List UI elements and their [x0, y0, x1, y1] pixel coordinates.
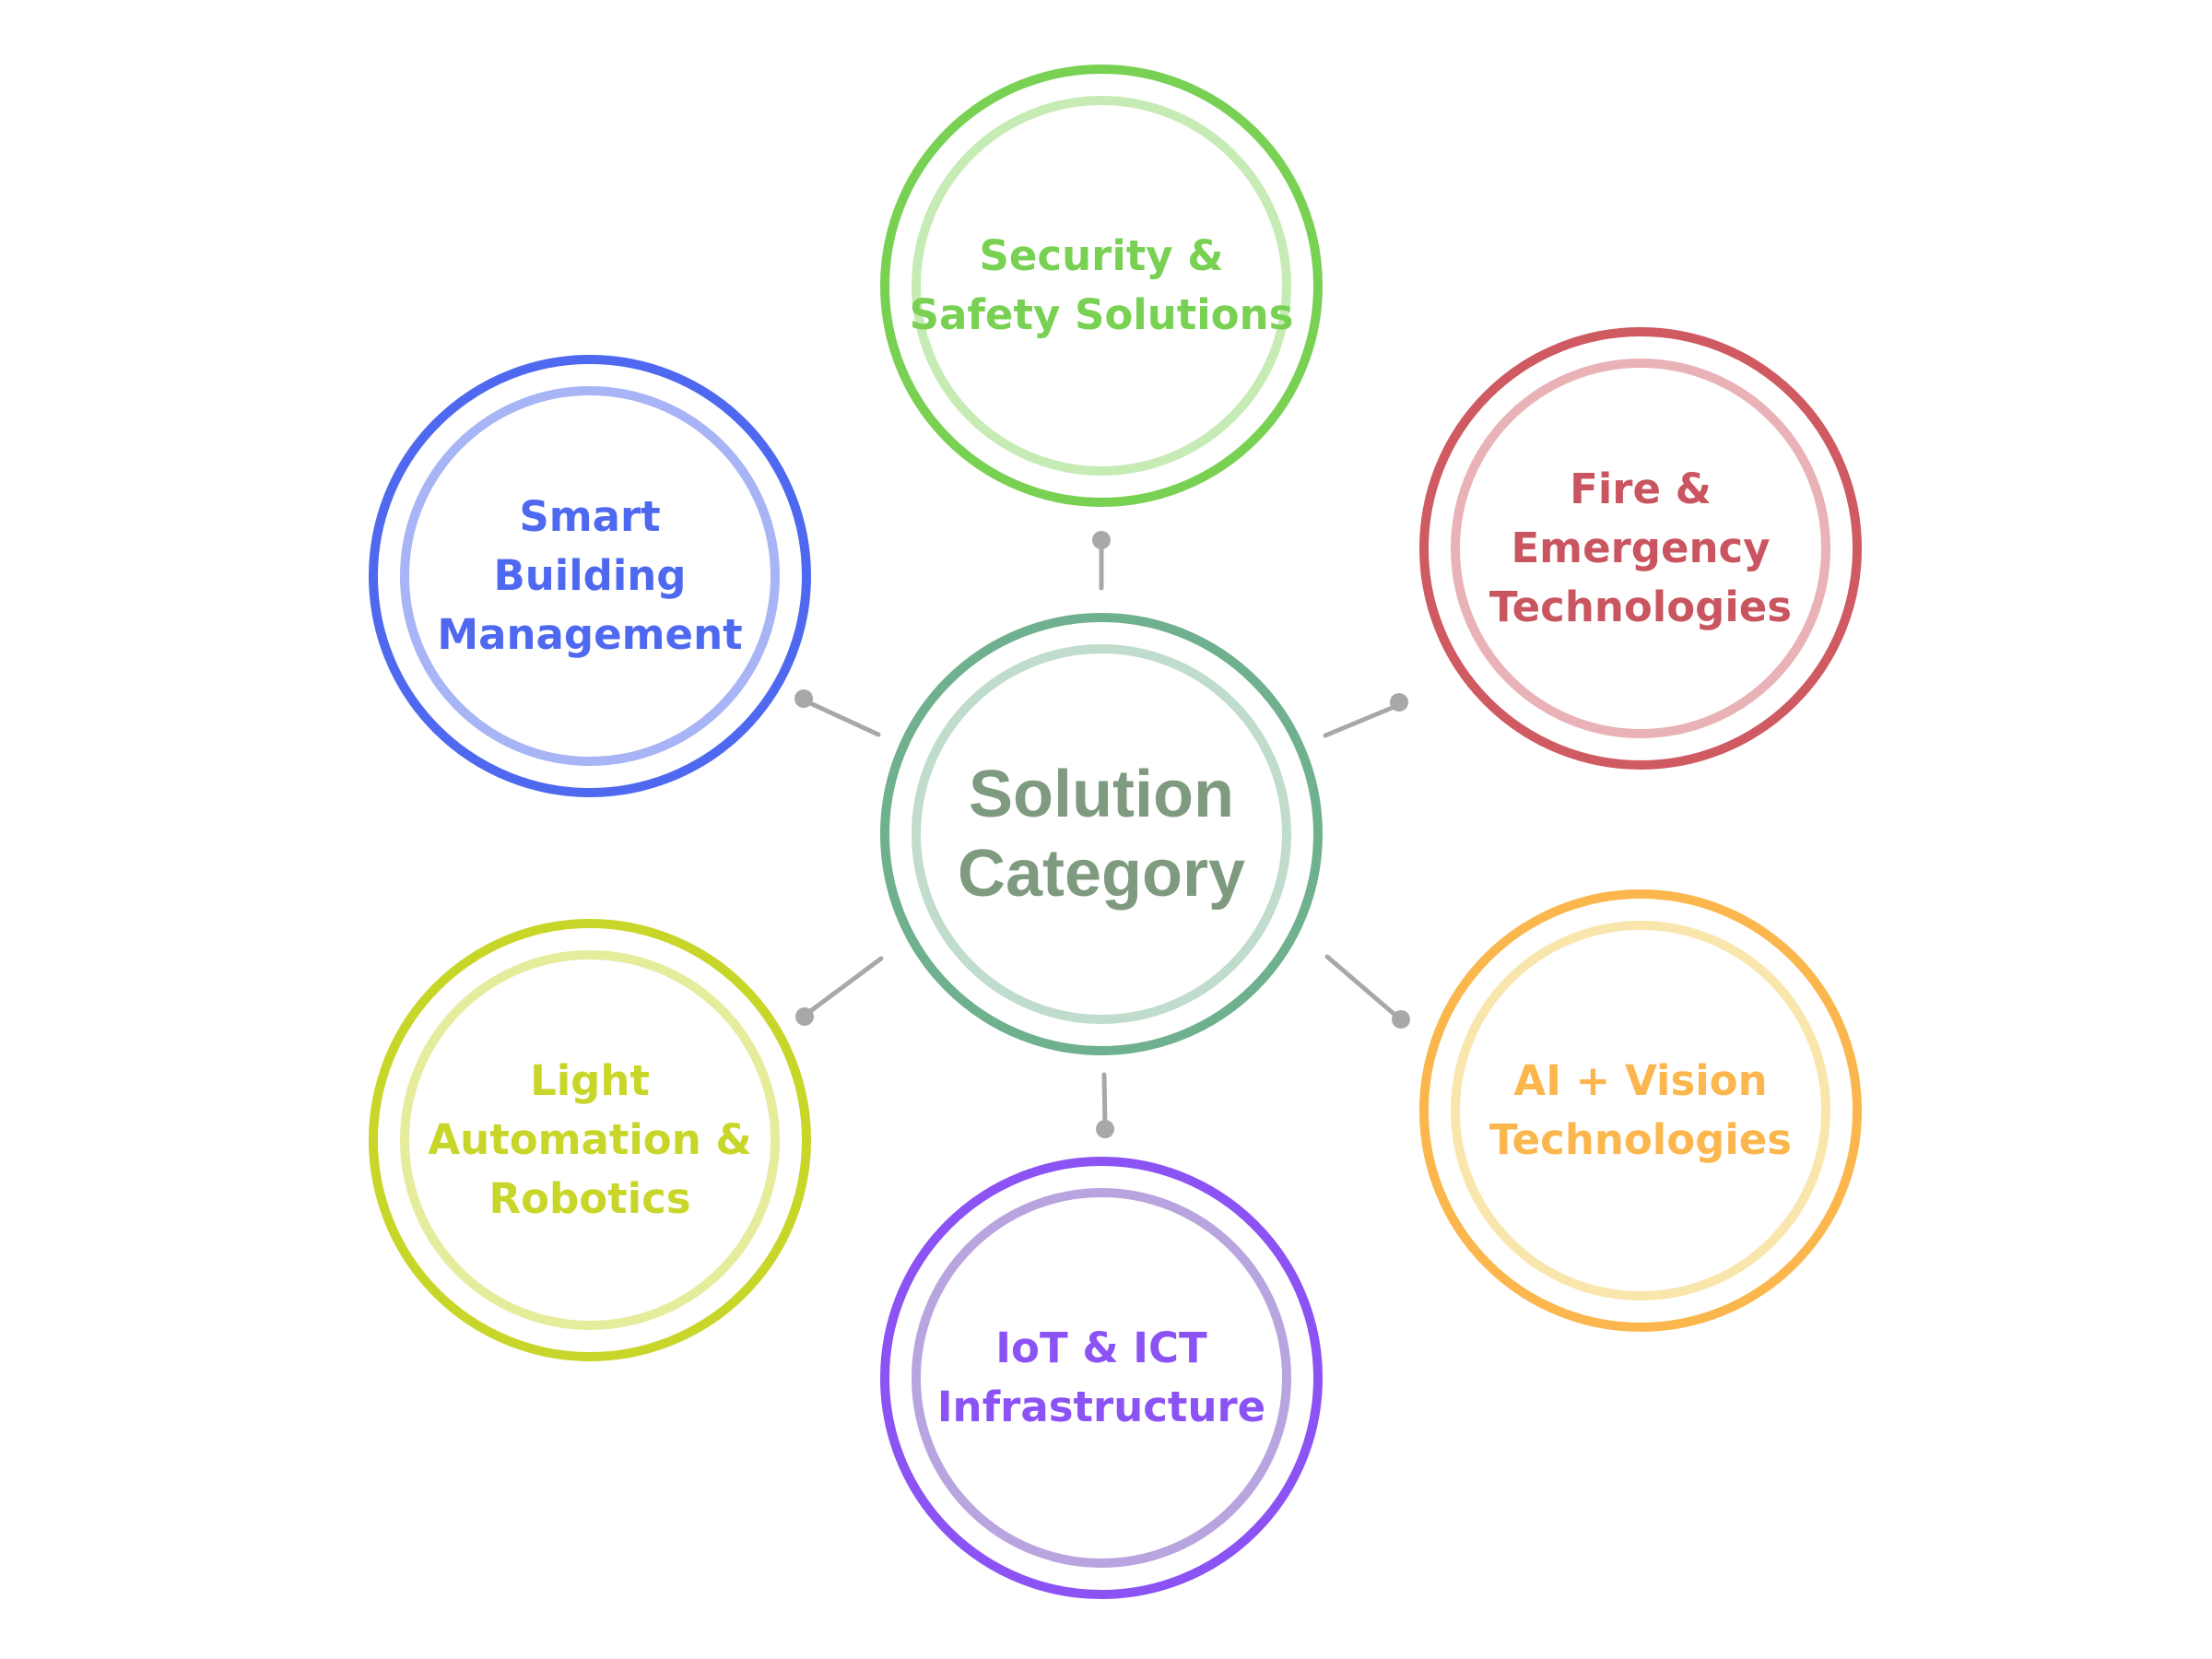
node-inner-ring: [912, 96, 1291, 476]
node-label-ai-vision: AI + Vision Technologies: [1488, 1056, 1793, 1164]
connector-line-fire: [1323, 703, 1399, 738]
node-label-security-safety: Security & Safety Solutions: [909, 231, 1294, 339]
node-iot-ict: IoT & ICT Infrastructure: [880, 1157, 1323, 1599]
node-light-automation: Light Automation & Robotics: [369, 919, 811, 1361]
connector-dot-fire: [1390, 693, 1408, 712]
node-ai-vision: AI + Vision Technologies: [1419, 889, 1862, 1332]
node-inner-ring: [1451, 921, 1830, 1300]
connector-line-ai-vision: [1324, 954, 1401, 1020]
node-label-iot-ict: IoT & ICT Infrastructure: [936, 1324, 1266, 1431]
center-node-solution-category: Solution Category: [880, 613, 1323, 1055]
center-inner-ring: [912, 644, 1291, 1024]
node-fire-emergency: Fire & Emergency Technologies: [1419, 327, 1862, 770]
connector-dot-security: [1092, 531, 1111, 549]
connector-dot-light: [795, 1007, 814, 1026]
node-label-fire-emergency: Fire & Emergency Technologies: [1488, 465, 1793, 631]
node-inner-ring: [400, 950, 780, 1330]
node-security-safety: Security & Safety Solutions: [880, 65, 1323, 507]
connector-dot-iot: [1096, 1120, 1114, 1138]
node-inner-ring: [400, 386, 780, 766]
connector-dot-ai-vision: [1392, 1010, 1410, 1029]
connector-line-smart-building: [806, 700, 881, 737]
node-inner-ring: [912, 1188, 1291, 1568]
node-smart-building: Smart Building Management: [369, 355, 811, 797]
connector-line-iot: [1101, 1072, 1108, 1129]
node-inner-ring: [1451, 359, 1830, 738]
connector-dot-smart-building: [794, 689, 813, 708]
center-label: Solution Category: [957, 757, 1246, 911]
node-label-light-automation: Light Automation & Robotics: [428, 1056, 752, 1223]
node-label-smart-building: Smart Building Management: [437, 492, 743, 659]
connector-line-light: [806, 956, 884, 1015]
